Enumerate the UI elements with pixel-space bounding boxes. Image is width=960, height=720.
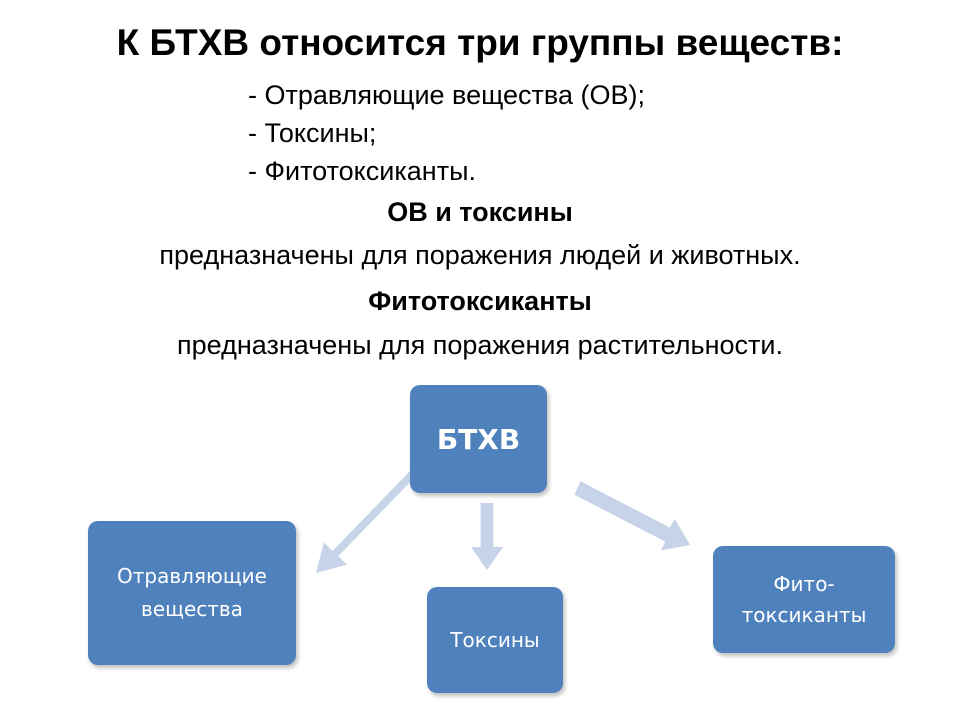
list-item: - Фитотоксиканты. xyxy=(248,156,476,186)
box-label: вещества xyxy=(141,597,243,621)
list-item: - Токсины; xyxy=(248,118,377,148)
diagram-box-ov: Отравляющие вещества xyxy=(88,521,296,665)
diagram-box-phytotoxicants: Фито- токсиканты xyxy=(713,546,895,653)
box-label: Токсины xyxy=(450,628,540,652)
section-heading-phytotoxicants: Фитотоксиканты xyxy=(368,286,592,316)
diagram-root-btxv: БТХВ xyxy=(410,385,547,493)
substance-group-list: - Отравляющие вещества (ОВ); - Токсины; … xyxy=(248,76,645,190)
arrow-to-toxins xyxy=(471,503,503,570)
box-label: БТХВ xyxy=(436,422,521,456)
arrow-to-phyto xyxy=(574,481,690,551)
diagram-box-toxins: Токсины xyxy=(427,587,563,693)
box-label: Отравляющие xyxy=(117,564,267,588)
section-heading-ov-toxins: ОВ и токсины xyxy=(387,197,573,227)
list-item: - Отравляющие вещества (ОВ); xyxy=(248,80,645,110)
section-text-phytotoxicants: предназначены для поражения растительнос… xyxy=(177,330,783,360)
section-text-ov-toxins: предназначены для поражения людей и живо… xyxy=(159,240,801,270)
box-label: токсиканты xyxy=(741,602,867,627)
slide-title: К БТХВ относится три группы веществ: xyxy=(116,22,844,63)
arrow-to-ov xyxy=(316,471,416,573)
box-label: Фито- xyxy=(773,571,835,596)
